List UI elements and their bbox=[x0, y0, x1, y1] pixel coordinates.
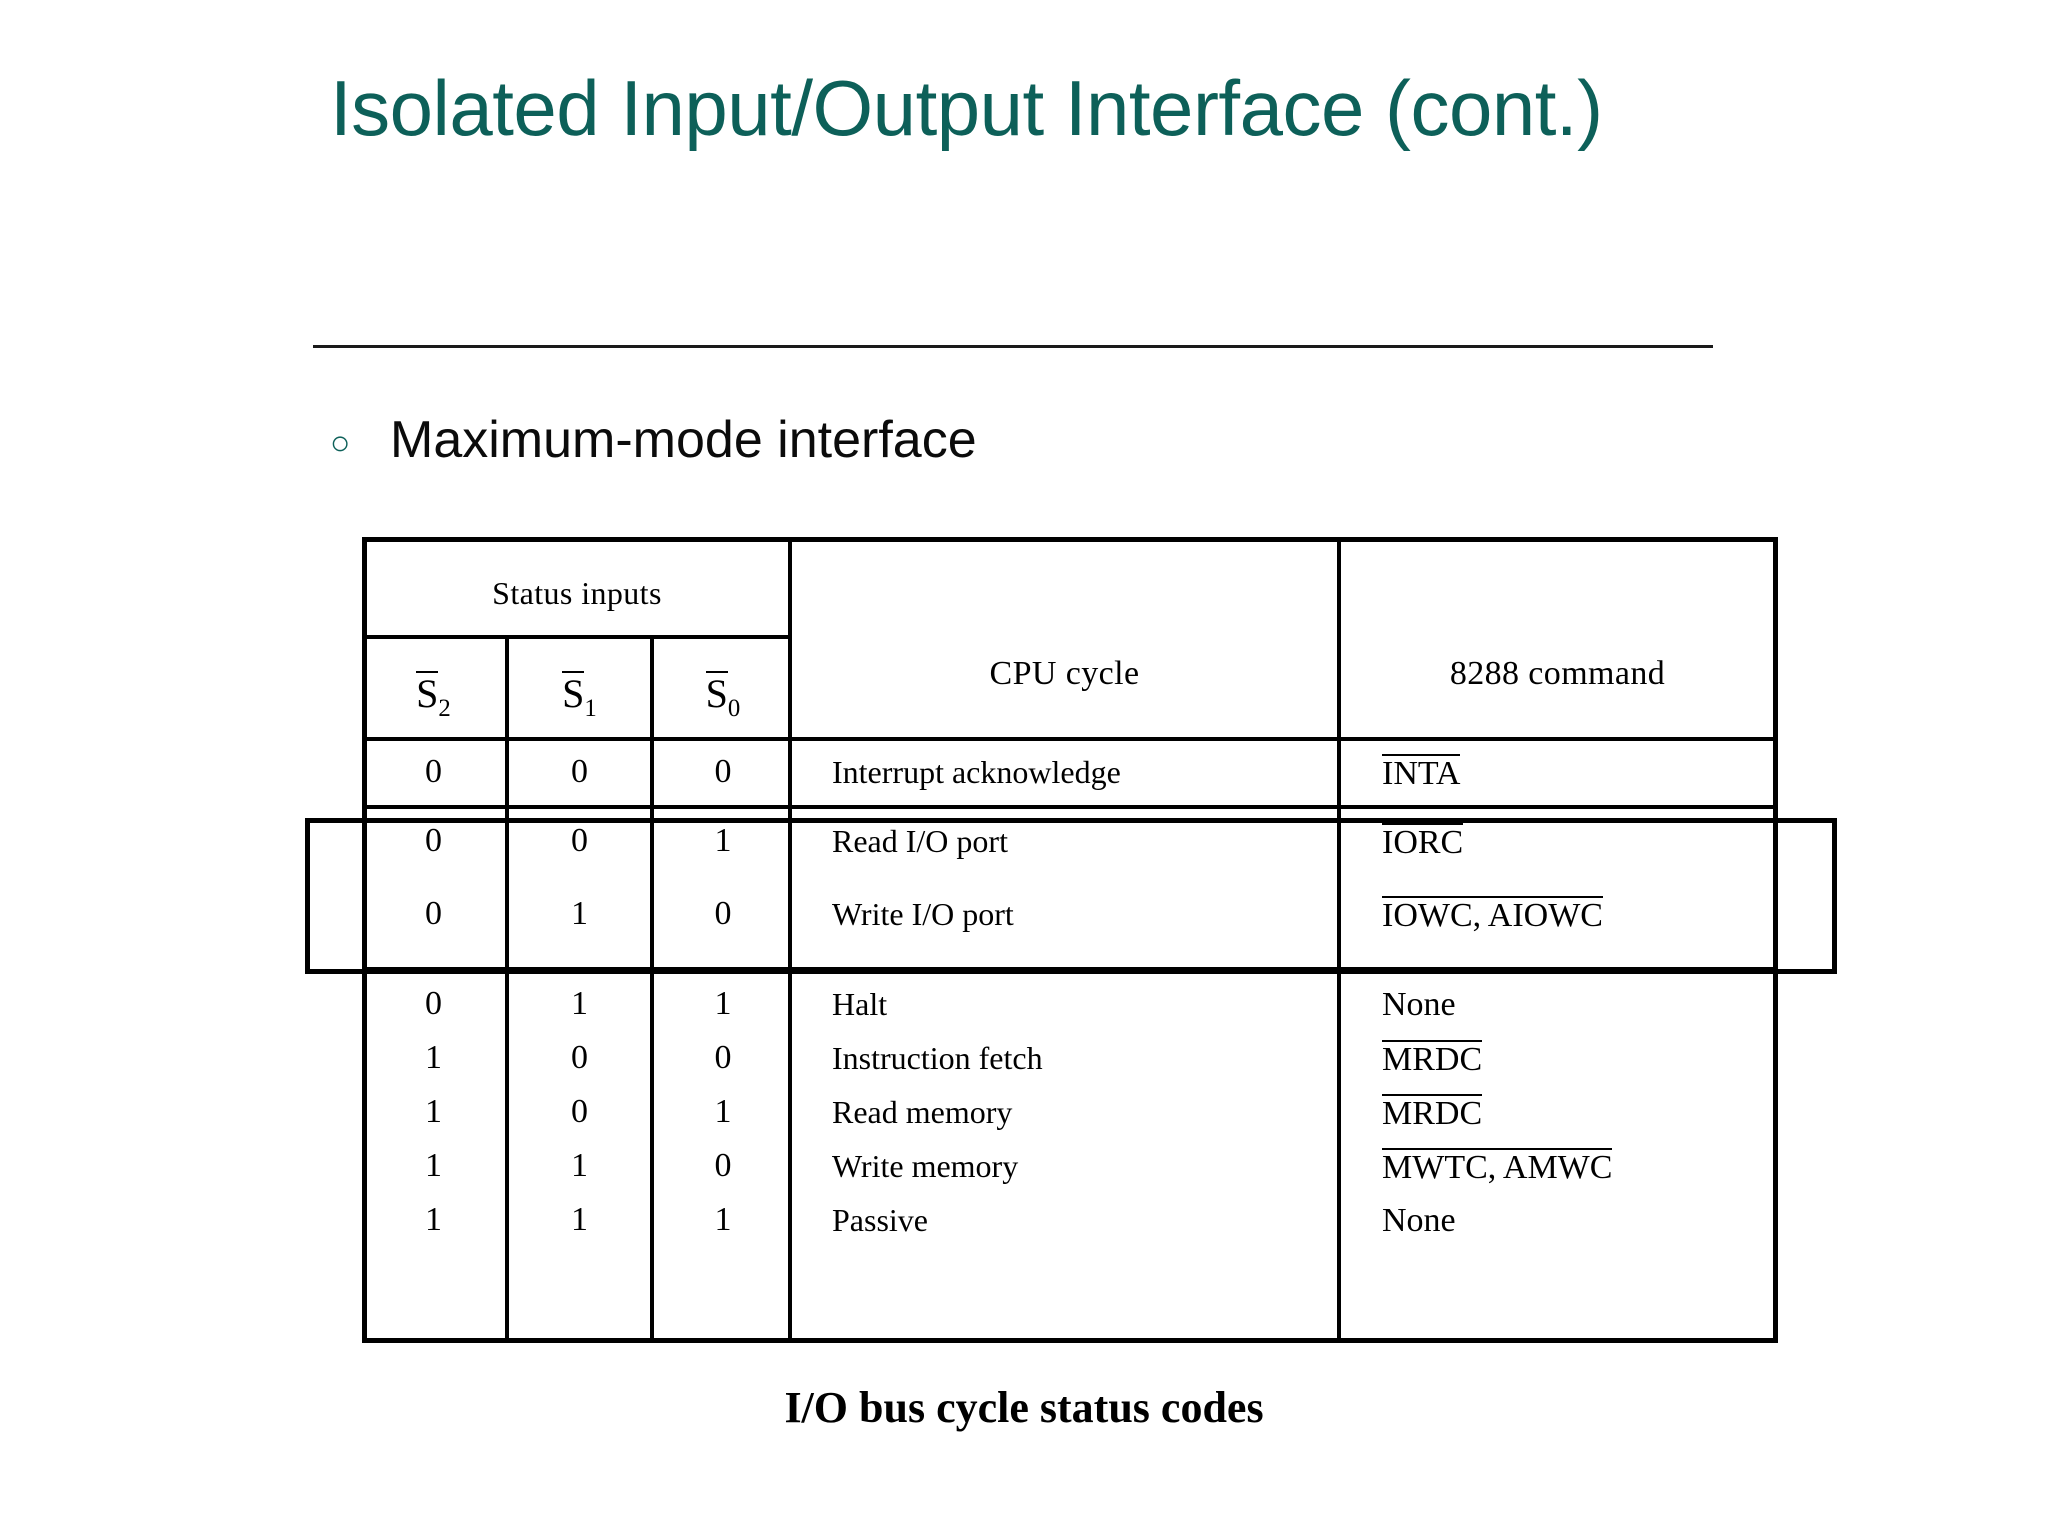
row-1-cycle: Read I/O port bbox=[832, 823, 1008, 859]
circle-outline-bullet-icon: ○ bbox=[330, 424, 351, 462]
header-status-inputs: Status inputs bbox=[492, 575, 662, 611]
row-0-command-text: INTA bbox=[1382, 754, 1461, 792]
row-6-s1: 1 bbox=[571, 1147, 588, 1184]
row-7-command: None bbox=[1382, 1202, 1456, 1239]
row-5-command: MRDC bbox=[1382, 1094, 1483, 1133]
row-7-s0: 1 bbox=[714, 1201, 732, 1238]
row-7-s2: 1 bbox=[425, 1201, 442, 1238]
bullet-item: ○ Maximum-mode interface bbox=[330, 411, 977, 469]
row-4-cycle: Instruction fetch bbox=[832, 1040, 1043, 1076]
title-block: Isolated Input/Output Interface (cont.) bbox=[330, 62, 1750, 154]
row-3-command: None bbox=[1382, 986, 1456, 1023]
row-2-s0: 0 bbox=[714, 895, 732, 932]
rule-under-row-1 bbox=[362, 805, 1778, 809]
row-6-command-text: MWTC, AMWC bbox=[1382, 1148, 1613, 1186]
row-3-cycle: Halt bbox=[832, 986, 888, 1022]
row-2-cycle: Write I/O port bbox=[832, 896, 1014, 932]
header-s1-letter: S bbox=[562, 671, 585, 716]
row-2-s1: 1 bbox=[571, 895, 588, 932]
header-s0-letter: S bbox=[705, 671, 728, 716]
row-5-command-text: MRDC bbox=[1382, 1094, 1483, 1132]
row-0-cycle: Interrupt acknowledge bbox=[832, 754, 1121, 790]
header-s1-index: 1 bbox=[584, 695, 597, 722]
row-5-cycle: Read memory bbox=[832, 1094, 1013, 1130]
row-5-s2: 1 bbox=[425, 1093, 442, 1130]
row-7-cycle: Passive bbox=[832, 1202, 928, 1238]
row-2-command: IOWC, AIOWC bbox=[1382, 896, 1603, 935]
row-3-s0: 1 bbox=[714, 985, 732, 1022]
row-5-s0: 1 bbox=[714, 1093, 732, 1130]
row-1-s0: 1 bbox=[714, 822, 732, 859]
rule-status-cpucycle bbox=[788, 537, 792, 1343]
row-0-s1: 0 bbox=[571, 753, 588, 790]
row-6-s2: 1 bbox=[425, 1147, 442, 1184]
row-5-s1: 0 bbox=[571, 1093, 588, 1130]
row-0-command: INTA bbox=[1382, 754, 1461, 793]
row-2-command-text: IOWC, AIOWC bbox=[1382, 896, 1603, 934]
row-1-s1: 0 bbox=[571, 822, 588, 859]
header-s2-letter: S bbox=[416, 671, 439, 716]
row-4-command-text: MRDC bbox=[1382, 1040, 1483, 1078]
row-0-s0: 0 bbox=[714, 753, 732, 790]
row-7-s1: 1 bbox=[571, 1201, 588, 1238]
row-3-s2: 0 bbox=[425, 985, 442, 1022]
row-0-s2: 0 bbox=[425, 753, 442, 790]
title-divider bbox=[313, 345, 1713, 348]
table-text-layer: Status inputs CPU cycle 8288 command S2 … bbox=[362, 537, 1778, 1343]
row-4-s1: 0 bbox=[571, 1039, 588, 1076]
page-title: Isolated Input/Output Interface (cont.) bbox=[330, 64, 1603, 152]
rule-under-header bbox=[362, 737, 1778, 741]
figure-caption: I/O bus cycle status codes bbox=[784, 1383, 1264, 1432]
row-4-command: MRDC bbox=[1382, 1040, 1483, 1079]
header-s0-index: 0 bbox=[727, 695, 741, 722]
row-1-command: IORC bbox=[1382, 823, 1464, 862]
header-s0-bar: S0 bbox=[654, 670, 792, 723]
io-rows-callout bbox=[305, 818, 1837, 974]
row-6-s0: 0 bbox=[714, 1147, 732, 1184]
rule-cpucycle-command bbox=[1337, 537, 1341, 1343]
header-cpu-cycle: CPU cycle bbox=[989, 655, 1140, 692]
bullet-item-label: Maximum-mode interface bbox=[390, 411, 977, 469]
header-s2-bar: S2 bbox=[362, 670, 505, 723]
row-1-command-text: IORC bbox=[1382, 823, 1464, 861]
row-6-command: MWTC, AMWC bbox=[1382, 1148, 1613, 1187]
rule-under-status-inputs bbox=[362, 635, 792, 639]
rule-s1-s0 bbox=[650, 635, 654, 1343]
row-4-s0: 0 bbox=[714, 1039, 732, 1076]
row-3-s1: 1 bbox=[571, 985, 588, 1022]
row-1-s2: 0 bbox=[425, 822, 442, 859]
row-2-s2: 0 bbox=[425, 895, 442, 932]
rule-s2-s1 bbox=[505, 635, 509, 1343]
header-s1-bar: S1 bbox=[509, 670, 650, 723]
header-8288-command: 8288 command bbox=[1449, 655, 1666, 692]
header-s2-index: 2 bbox=[438, 695, 451, 722]
row-4-s2: 1 bbox=[425, 1039, 442, 1076]
status-codes-figure: Status inputs CPU cycle 8288 command S2 … bbox=[362, 537, 1778, 1343]
row-6-cycle: Write memory bbox=[832, 1148, 1019, 1184]
